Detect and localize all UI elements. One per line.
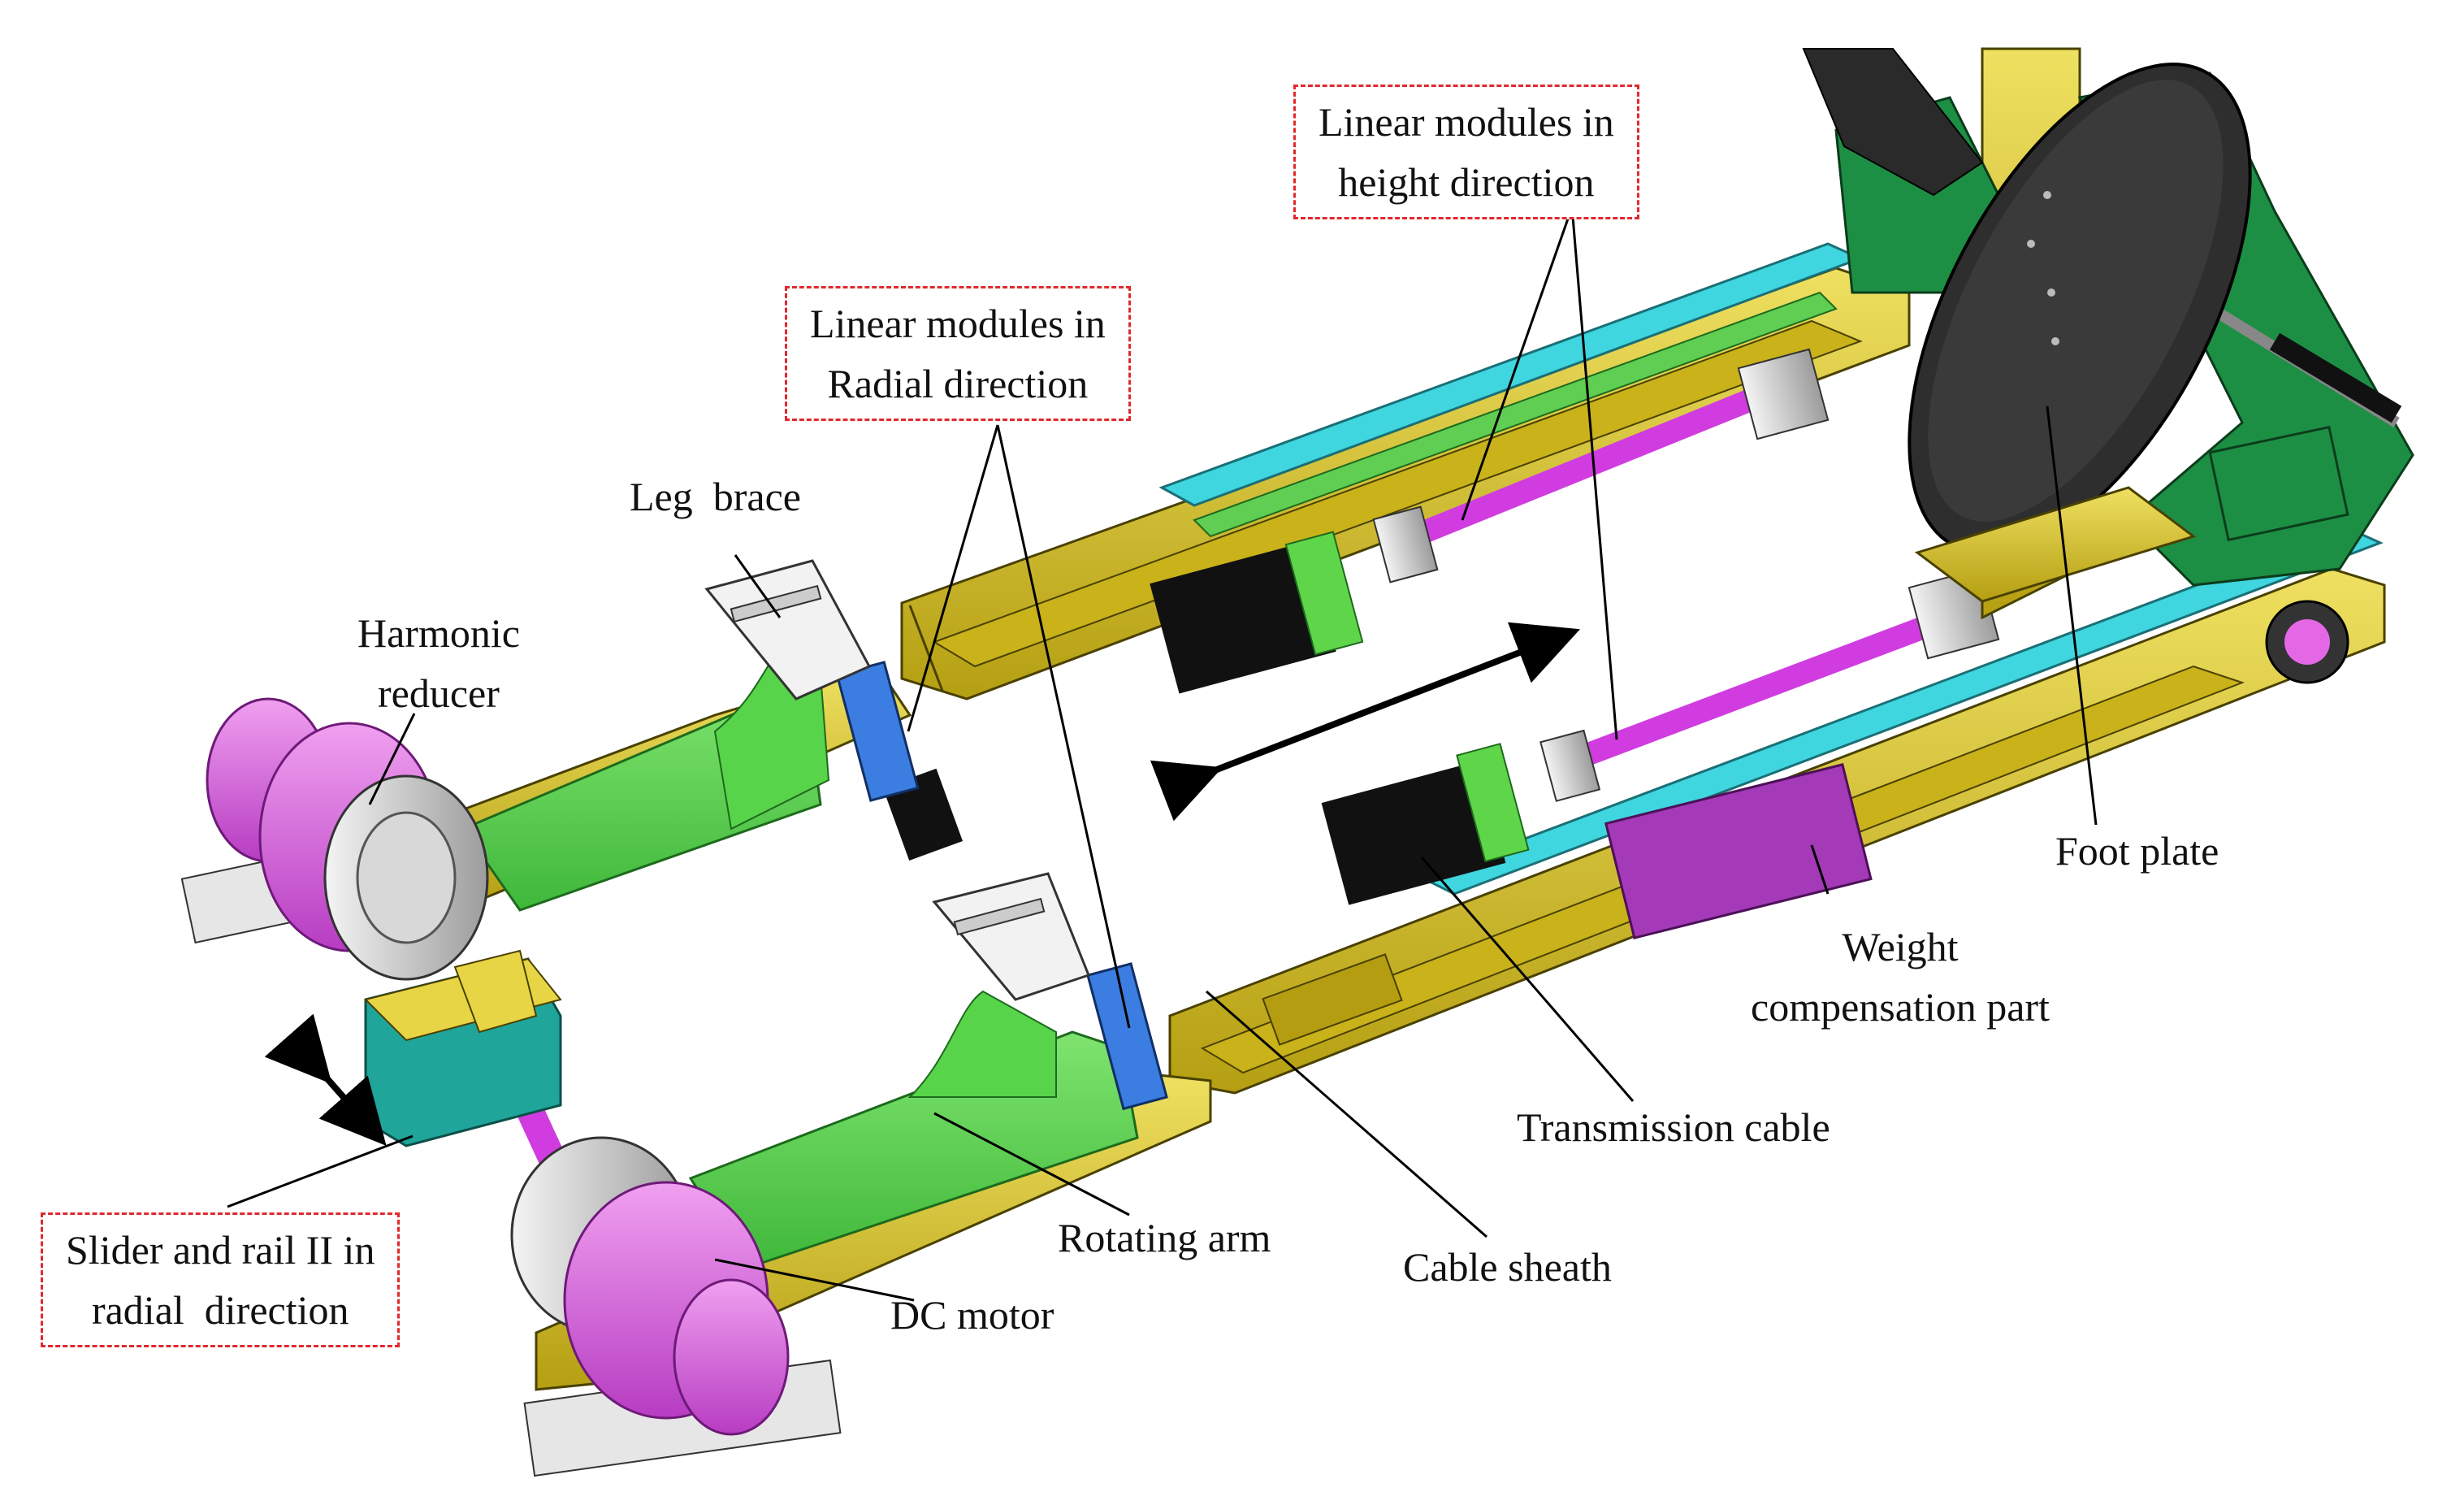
foot-plate-assembly: [1802, 47, 2414, 684]
leader-lines: [227, 206, 2098, 1302]
dc-motor-drum: [510, 1136, 842, 1477]
label-leg-brace: Leg brace: [630, 466, 801, 527]
upper-arm-assembly: [453, 559, 920, 913]
motion-arrows: [264, 622, 1580, 1147]
label-line: radial direction: [91, 1287, 349, 1333]
label-line: DC motor: [890, 1292, 1054, 1338]
label-linear-modules-radial: Linear modules in Radial direction: [785, 286, 1131, 421]
label-line: reducer: [378, 670, 500, 716]
label-line: Linear modules in: [810, 301, 1106, 346]
label-cable-sheath: Cable sheath: [1403, 1237, 1612, 1297]
label-rotating-arm: Rotating arm: [1058, 1208, 1271, 1268]
label-dc-motor: DC motor: [890, 1285, 1054, 1345]
label-line: Linear modules in: [1319, 99, 1614, 145]
label-line: Cable sheath: [1403, 1244, 1612, 1290]
label-slider-rail: Slider and rail II in radial direction: [41, 1212, 401, 1347]
label-line: Harmonic: [357, 610, 520, 656]
harmonic-reducer-drum: [180, 697, 489, 981]
label-foot-plate: Foot plate: [2055, 821, 2219, 881]
label-line: Foot plate: [2055, 828, 2219, 874]
label-line: Weight: [1842, 924, 1959, 969]
label-line: Slider and rail II in: [66, 1227, 375, 1273]
label-line: compensation part: [1751, 984, 2050, 1030]
label-line: height direction: [1338, 159, 1595, 205]
label-line: Rotating arm: [1058, 1215, 1271, 1260]
label-transmission-cable: Transmission cable: [1517, 1097, 1830, 1157]
label-line: Transmission cable: [1517, 1104, 1830, 1150]
slider-block: [364, 949, 562, 1147]
weight-compensation-box: [1604, 763, 1873, 939]
label-weight-compensation: Weight compensation part: [1751, 917, 2050, 1037]
label-line: Radial direction: [827, 361, 1089, 406]
label-line: Leg brace: [630, 474, 801, 519]
label-linear-modules-height: Linear modules in height direction: [1293, 85, 1639, 219]
label-harmonic-reducer: Harmonic reducer: [357, 603, 520, 723]
